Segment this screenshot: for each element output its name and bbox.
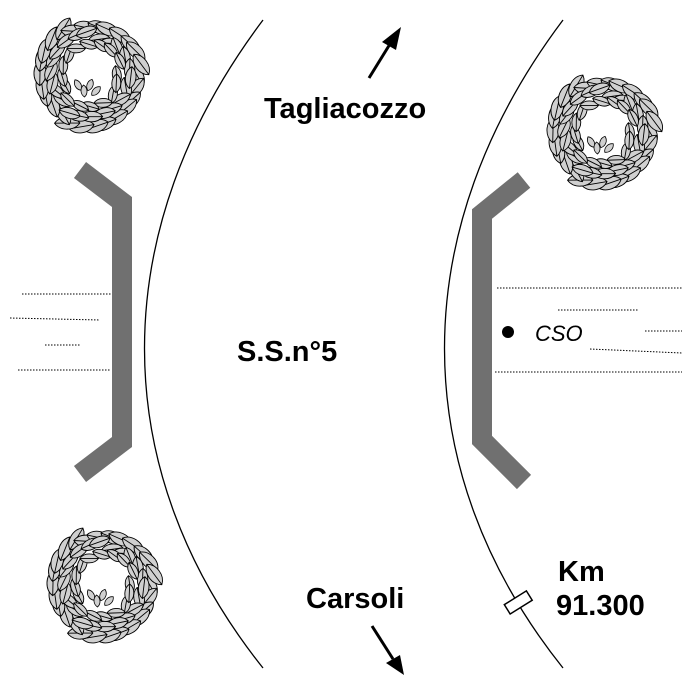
barrier-right: [472, 172, 532, 490]
road-edge-right: [443, 19, 564, 669]
tree-leaf: [624, 130, 635, 151]
km-marker-icon: [503, 589, 534, 616]
tree-leaf: [60, 92, 75, 107]
tree-leaf: [593, 141, 601, 155]
road-edge-left: [143, 19, 264, 669]
tree-leaf: [75, 25, 98, 39]
arrow-up-right-icon: [367, 27, 401, 79]
tree-leaf: [73, 602, 88, 617]
tree-leaf: [627, 109, 639, 127]
tree-leaf: [99, 588, 107, 602]
tree-leaf: [588, 82, 611, 96]
road-name-label: S.S.n°5: [237, 336, 337, 368]
km-value: 91.300: [556, 590, 645, 622]
tree-leaf: [637, 123, 650, 147]
tree-leaf: [604, 143, 614, 153]
tree-leaf: [93, 594, 101, 608]
tree-leaf: [114, 52, 126, 70]
tree-leaf: [599, 135, 607, 149]
tree-leaf: [111, 73, 122, 94]
tree-leaf: [104, 596, 114, 606]
arrow-down-right-icon: [370, 625, 404, 675]
tree-leaf: [66, 43, 87, 54]
tree-leaf: [124, 66, 137, 90]
tree-leaf: [571, 164, 594, 177]
tree-leaf: [58, 107, 81, 120]
tree-icon: [33, 17, 150, 134]
tree-leaf: [573, 149, 588, 164]
tree-leaf: [88, 535, 111, 549]
tree-icon: [546, 74, 663, 191]
south-destination-label: Carsoli: [306, 583, 404, 615]
tree-leaf: [127, 562, 139, 580]
tree-leaf: [86, 78, 94, 92]
tree-leaf: [606, 154, 626, 165]
north-destination-label: Tagliacozzo: [264, 93, 426, 125]
station-label: CSO: [535, 321, 583, 346]
barrier-left: [73, 162, 132, 482]
tree-icon: [46, 527, 163, 644]
tree-leaf: [137, 576, 150, 600]
tree-leaf: [579, 100, 600, 111]
tree-leaf: [79, 553, 100, 564]
tree-leaf: [80, 84, 88, 98]
station-marker-icon: [502, 326, 514, 338]
tree-leaf: [92, 548, 112, 560]
tree-leaf: [79, 38, 99, 50]
tree-leaf: [124, 583, 135, 604]
left-dashed-lines: [9, 293, 112, 371]
tree-leaf: [91, 86, 101, 96]
km-label: Km: [558, 556, 605, 588]
tree-leaf: [71, 617, 94, 630]
right-dashed-lines: [495, 287, 683, 373]
